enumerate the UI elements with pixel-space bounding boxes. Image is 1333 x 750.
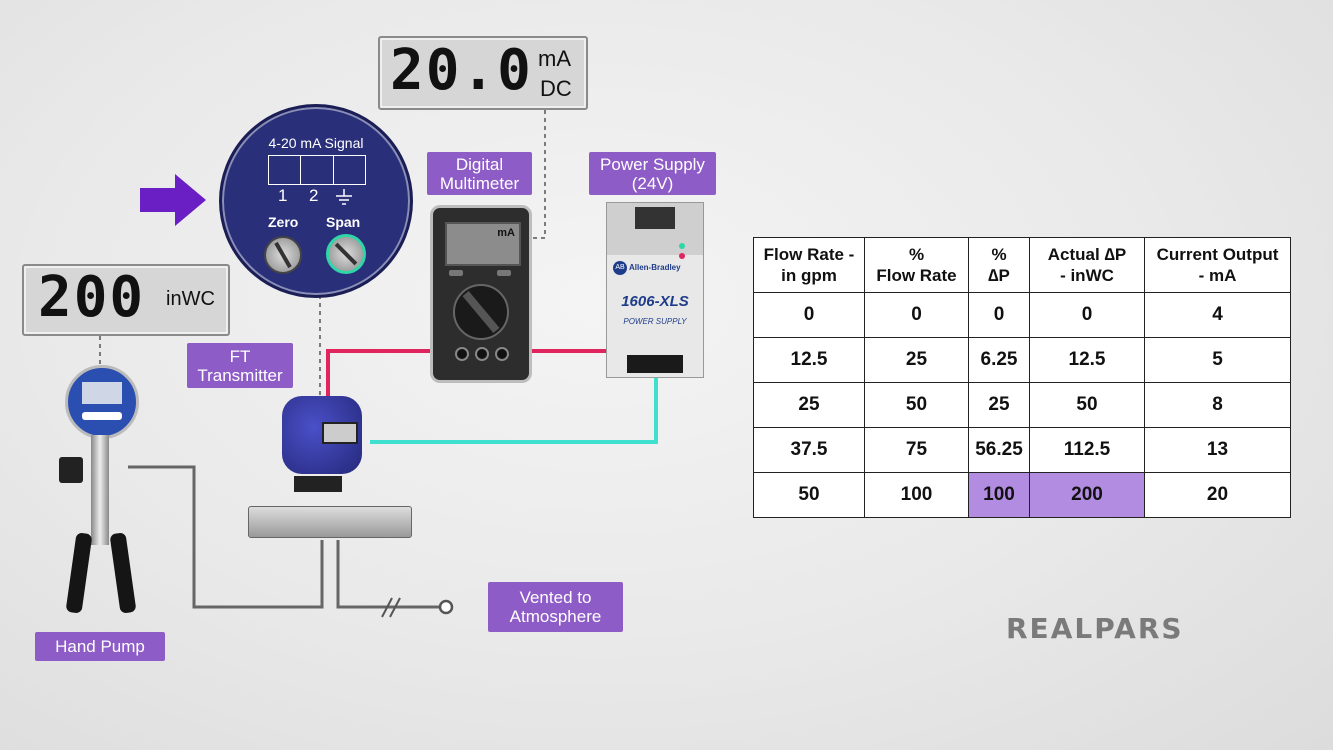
header-flow-rate: Flow Rate -in gpm bbox=[753, 237, 865, 293]
table-row: 50 100 100 200 20 bbox=[753, 472, 1291, 518]
lcd-pressure-value: 200 bbox=[38, 265, 146, 330]
signal-label: 4-20 mA Signal bbox=[268, 135, 364, 151]
ps-caption: POWER SUPPLY bbox=[623, 317, 687, 326]
table-cell: 56.25 bbox=[968, 427, 1030, 473]
lcd-current-value: 20.0 bbox=[390, 38, 533, 103]
lcd-unit-ma: mA bbox=[538, 46, 571, 71]
pump-handle-left[interactable] bbox=[65, 532, 93, 614]
table-cell: 0 bbox=[753, 292, 865, 338]
label-ft-transmitter: FT Transmitter bbox=[187, 343, 293, 388]
table-cell: 8 bbox=[1144, 382, 1291, 428]
table-cell: 13 bbox=[1144, 427, 1291, 473]
vent-line bbox=[336, 540, 440, 609]
multimeter-dial[interactable] bbox=[453, 284, 509, 340]
table-cell: 50 bbox=[864, 382, 969, 428]
cyan-wire bbox=[370, 377, 658, 444]
terminal-1-label: 1 bbox=[278, 186, 288, 205]
zero-label: Zero bbox=[268, 214, 299, 230]
hand-pump bbox=[55, 365, 145, 615]
table-cell-highlighted: 100 bbox=[968, 472, 1030, 518]
table-row: 37.5 75 56.25 112.5 13 bbox=[753, 427, 1291, 473]
header-current-output: Current Output- mA bbox=[1144, 237, 1291, 293]
lcd-unit-dc: DC bbox=[540, 76, 572, 101]
pump-gauge bbox=[65, 365, 139, 439]
multimeter-screen: mA bbox=[445, 222, 521, 266]
table-cell: 12.5 bbox=[1029, 337, 1145, 383]
pump-handle-right[interactable] bbox=[109, 532, 137, 614]
pump-tubing bbox=[128, 465, 324, 609]
lcd-leader-line bbox=[526, 110, 546, 239]
ft-transmitter-device bbox=[272, 392, 368, 508]
table-cell: 5 bbox=[1144, 337, 1291, 383]
probe-jack-a[interactable] bbox=[495, 347, 509, 361]
realpars-logo: REALPARS bbox=[1006, 612, 1184, 645]
table-cell: 12.5 bbox=[753, 337, 865, 383]
table-cell: 0 bbox=[968, 292, 1030, 338]
transmitter-display bbox=[322, 422, 358, 444]
ps-brand: Allen-Bradley bbox=[629, 263, 681, 272]
header-percent-flow: %Flow Rate bbox=[864, 237, 969, 293]
power-supply-unit: AB Allen-Bradley 1606-XLS POWER SUPPLY bbox=[606, 202, 704, 378]
table-row: 25 50 25 50 8 bbox=[753, 382, 1291, 428]
label-digital-multimeter: Digital Multimeter bbox=[427, 152, 532, 195]
probe-jack-com[interactable] bbox=[455, 347, 469, 361]
table-header-row: Flow Rate -in gpm %Flow Rate %∆P Actual … bbox=[753, 237, 1291, 293]
digital-multimeter: mA bbox=[430, 205, 532, 383]
flow-rate-table: Flow Rate -in gpm %Flow Rate %∆P Actual … bbox=[753, 237, 1291, 518]
table-cell: 4 bbox=[1144, 292, 1291, 338]
manifold bbox=[248, 506, 412, 538]
table-cell: 100 bbox=[864, 472, 969, 518]
probe-jack-v[interactable] bbox=[475, 347, 489, 361]
label-hand-pump: Hand Pump bbox=[35, 632, 165, 661]
lcd-unit-inwc: inWC bbox=[166, 288, 215, 310]
span-label: Span bbox=[326, 214, 361, 230]
table-cell: 50 bbox=[1029, 382, 1145, 428]
header-actual-dp: Actual ∆P- inWC bbox=[1029, 237, 1145, 293]
header-percent-dp: %∆P bbox=[968, 237, 1030, 293]
ground-icon bbox=[336, 189, 352, 205]
terminal-block bbox=[268, 155, 366, 185]
transmitter-panel: 4-20 mA Signal 1 2 Zero Span bbox=[219, 104, 413, 298]
arrow-icon bbox=[140, 174, 206, 226]
table-row: 12.5 25 6.25 12.5 5 bbox=[753, 337, 1291, 383]
span-adjust-screw[interactable] bbox=[326, 234, 366, 274]
label-power-supply: Power Supply (24V) bbox=[589, 152, 716, 195]
table-cell: 112.5 bbox=[1029, 427, 1145, 473]
red-wire bbox=[326, 349, 462, 400]
table-cell: 37.5 bbox=[753, 427, 865, 473]
table-cell: 25 bbox=[864, 337, 969, 383]
multimeter-lcd-display: 20.0 mA DC bbox=[378, 36, 588, 110]
terminal-2-label: 2 bbox=[309, 186, 319, 205]
ps-terminals bbox=[627, 355, 683, 373]
table-cell-highlighted: 200 bbox=[1029, 472, 1145, 518]
vent-port bbox=[438, 599, 454, 615]
table-cell: 50 bbox=[753, 472, 865, 518]
pressure-lcd-display: 200 inWC bbox=[22, 264, 230, 336]
table-row: 0 0 0 0 4 bbox=[753, 292, 1291, 338]
table-cell: 25 bbox=[753, 382, 865, 428]
table-cell: 6.25 bbox=[968, 337, 1030, 383]
table-cell: 20 bbox=[1144, 472, 1291, 518]
label-vented-to-atmosphere: Vented to Atmosphere bbox=[488, 582, 623, 632]
multimeter-screen-unit: mA bbox=[497, 227, 515, 239]
ps-model: 1606-XLS bbox=[621, 293, 689, 310]
table-cell: 25 bbox=[968, 382, 1030, 428]
table-cell: 75 bbox=[864, 427, 969, 473]
table-cell: 0 bbox=[1029, 292, 1145, 338]
table-cell: 0 bbox=[864, 292, 969, 338]
zero-adjust-screw[interactable] bbox=[264, 236, 302, 274]
ab-logo: AB bbox=[613, 261, 627, 275]
